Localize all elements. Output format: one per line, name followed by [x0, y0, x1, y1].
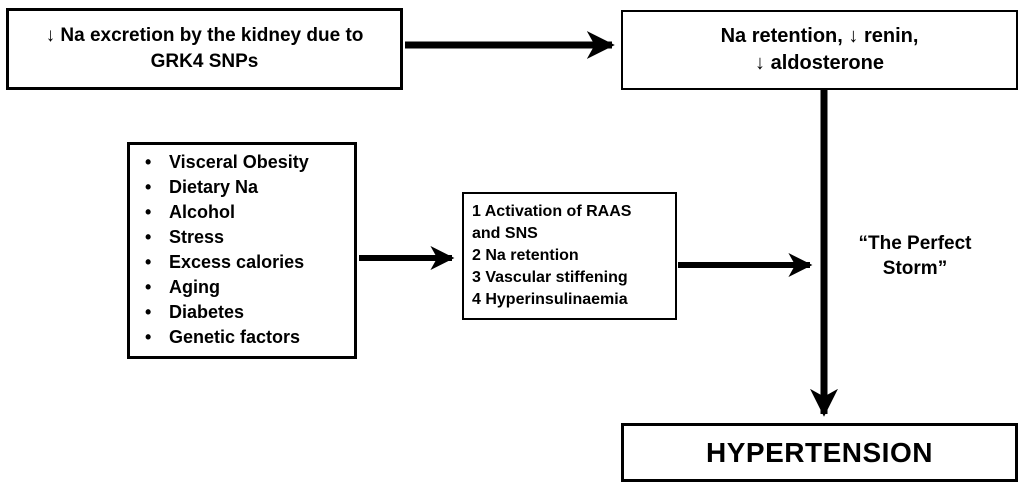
- box-na-retention-text: Na retention, ↓ renin, ↓ aldosterone: [720, 25, 919, 74]
- risk-factor-item: • Excess calories: [145, 250, 309, 275]
- risk-factor-item: • Genetic factors: [145, 325, 309, 350]
- mechanism-item: 1 Activation of RAAS and SNS: [472, 203, 632, 242]
- mechanism-item: 2 Na retention: [472, 247, 579, 264]
- box-mechanisms: 1 Activation of RAAS and SNS 2 Na retent…: [462, 192, 677, 320]
- perfect-storm-label: “The Perfect Storm”: [858, 233, 972, 279]
- risk-factor-label: Aging: [169, 277, 220, 297]
- risk-factor-item: • Stress: [145, 225, 309, 250]
- risk-factor-label: Diabetes: [169, 302, 245, 322]
- bullet-icon: •: [145, 152, 152, 172]
- risk-factor-item: • Visceral Obesity: [145, 150, 309, 175]
- mechanism-item: 4 Hyperinsulinaemia: [472, 291, 628, 308]
- risk-factor-label: Stress: [169, 227, 225, 247]
- risk-factor-item: • Diabetes: [145, 300, 309, 325]
- bullet-icon: •: [145, 327, 152, 347]
- box-na-retention: Na retention, ↓ renin, ↓ aldosterone: [621, 10, 1018, 90]
- box-na-excretion-text: ↓ Na excretion by the kidney due to GRK4…: [45, 25, 364, 72]
- box-na-excretion: ↓ Na excretion by the kidney due to GRK4…: [6, 8, 403, 90]
- risk-factor-label: Excess calories: [169, 252, 305, 272]
- risk-factor-label: Visceral Obesity: [169, 152, 309, 172]
- risk-factors-list: • Visceral Obesity • Dietary Na • Alcoho…: [145, 150, 309, 350]
- bullet-icon: •: [145, 252, 152, 272]
- bullet-icon: •: [145, 177, 152, 197]
- risk-factor-item: • Aging: [145, 275, 309, 300]
- box-risk-factors: • Visceral Obesity • Dietary Na • Alcoho…: [127, 142, 357, 359]
- box-hypertension-text: HYPERTENSION: [706, 436, 933, 468]
- risk-factor-label: Dietary Na: [169, 177, 259, 197]
- bullet-icon: •: [145, 202, 152, 222]
- mechanisms-list: 1 Activation of RAAS and SNS 2 Na retent…: [472, 201, 673, 311]
- risk-factor-label: Genetic factors: [169, 327, 301, 347]
- box-hypertension: HYPERTENSION: [621, 423, 1018, 482]
- bullet-icon: •: [145, 302, 152, 322]
- risk-factor-item: • Dietary Na: [145, 175, 309, 200]
- bullet-icon: •: [145, 227, 152, 247]
- mechanism-item: 3 Vascular stiffening: [472, 269, 628, 286]
- bullet-icon: •: [145, 277, 152, 297]
- risk-factor-label: Alcohol: [169, 202, 235, 222]
- risk-factor-item: • Alcohol: [145, 200, 309, 225]
